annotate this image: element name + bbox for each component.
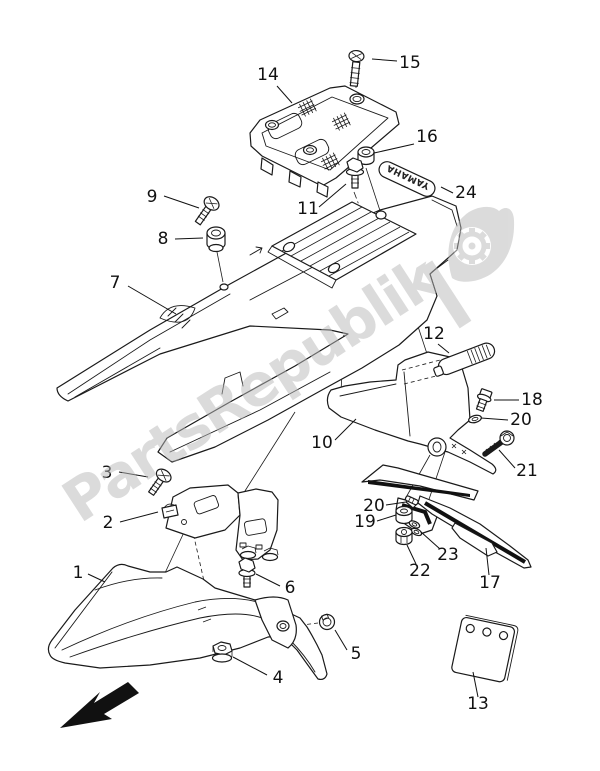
front-direction-arrow-icon [60, 682, 139, 728]
callout-11: 11 [297, 199, 319, 219]
watermark-flagpole [420, 260, 472, 329]
bolt-5 [318, 613, 336, 631]
nut-22 [395, 526, 413, 546]
screw-18 [475, 388, 493, 412]
part-13-plate [451, 614, 519, 683]
callout-13: 13 [467, 694, 489, 714]
callout-23: 23 [437, 545, 459, 565]
callout-20b: 20 [363, 496, 385, 516]
callout-5: 5 [351, 644, 362, 664]
waffle-pad [320, 152, 340, 171]
callout-12: 12 [423, 324, 445, 344]
callout-3: 3 [102, 463, 113, 483]
pin-20b [404, 495, 419, 506]
callout-labels: 1 2 3 4 5 6 7 8 9 10 11 12 13 14 15 16 1… [73, 53, 543, 714]
emblem-24: YAMAHA [378, 161, 436, 197]
gear-icon [453, 227, 491, 265]
callout-22: 22 [409, 561, 431, 581]
callout-24: 24 [455, 183, 477, 203]
nut-4 [211, 641, 233, 663]
callout-17: 17 [479, 573, 501, 593]
part-1-front-fender [47, 563, 328, 681]
clip-nut-2 [161, 503, 179, 519]
callout-16: 16 [416, 127, 438, 147]
screw-21 [482, 430, 515, 457]
callout-2: 2 [103, 513, 114, 533]
grommet-16 [357, 146, 375, 166]
callout-20a: 20 [510, 410, 532, 430]
part-12-reflector [433, 342, 496, 377]
callout-8: 8 [158, 229, 169, 249]
bracket-stay [165, 484, 279, 562]
part-14-carrier [249, 85, 400, 198]
callout-leaders [87, 58, 519, 698]
part-7-rear-fender [56, 195, 462, 463]
waffle-pad [297, 98, 317, 117]
callout-7: 7 [110, 273, 121, 293]
waffle-pad [331, 112, 351, 131]
part-10-inner-fender [326, 351, 497, 475]
callout-14: 14 [257, 65, 279, 85]
bolt-11 [345, 157, 365, 189]
callout-1: 1 [73, 563, 84, 583]
grommet-8 [206, 226, 226, 253]
callout-6: 6 [285, 578, 296, 598]
callout-19: 19 [354, 512, 376, 532]
callout-10: 10 [311, 433, 333, 453]
damper-19 [395, 505, 413, 525]
callout-21: 21 [516, 461, 538, 481]
screw-15 [348, 49, 365, 87]
callout-18: 18 [521, 390, 543, 410]
callout-9: 9 [147, 187, 158, 207]
screw-3 [148, 468, 172, 496]
callout-15: 15 [399, 53, 421, 73]
screw-9 [194, 196, 220, 226]
callout-4: 4 [273, 668, 284, 688]
bolt-6 [238, 557, 256, 588]
washer-20a [468, 414, 482, 424]
